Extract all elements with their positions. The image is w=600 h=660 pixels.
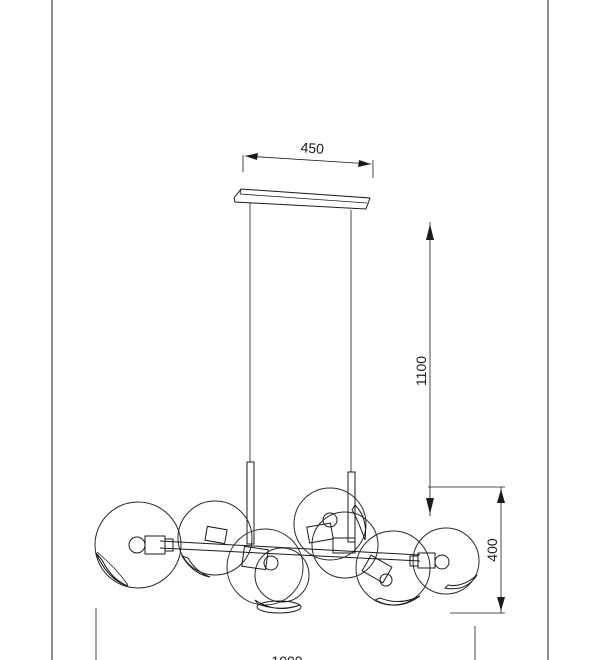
dimension-total-length: 1000 [95, 608, 476, 660]
globe-8 [409, 527, 480, 595]
dimension-fixture-height: 400 [428, 486, 505, 614]
dimension-suspension-length: 1100 [413, 222, 434, 516]
globe-2 [177, 500, 253, 578]
suspension-rod-left [246, 461, 255, 545]
dimension-label-total: 1000 [271, 653, 302, 660]
glass-globes [94, 487, 480, 614]
dimension-canopy-width: 450 [242, 139, 374, 178]
suspension-rod-right [347, 471, 356, 543]
fixture-arm [159, 540, 421, 562]
ceiling-canopy [233, 188, 371, 210]
dimension-label-400: 400 [484, 538, 500, 562]
dimension-label-450: 450 [300, 139, 325, 156]
globe-1 [94, 501, 182, 589]
globe-4 [254, 547, 310, 614]
dimension-label-1100: 1100 [413, 356, 429, 386]
globe-5 [293, 487, 367, 561]
globe-6 [311, 511, 379, 579]
